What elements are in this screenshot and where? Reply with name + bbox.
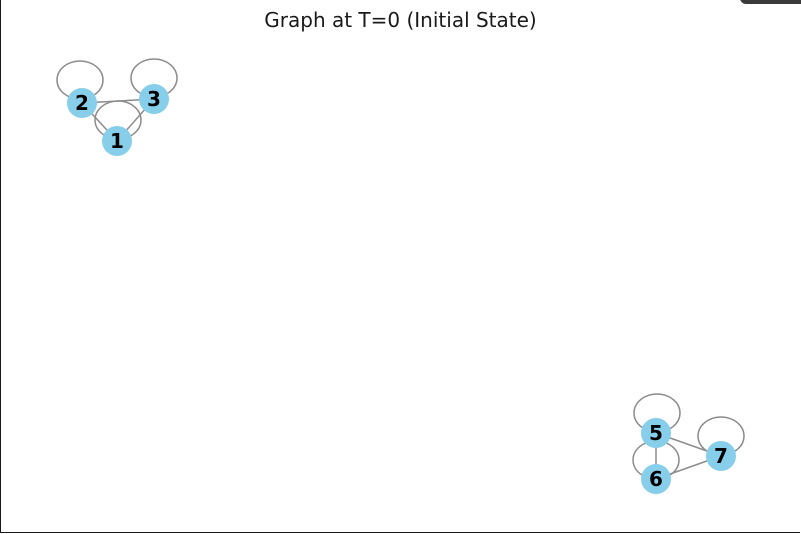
graph-edges: [81, 98, 722, 480]
node-circle-3: [139, 84, 169, 114]
node-circle-6: [641, 464, 671, 494]
node-3: 3: [139, 84, 169, 114]
node-circle-1: [102, 126, 132, 156]
node-label-7: 7: [714, 444, 728, 468]
graph-title: Graph at T=0 (Initial State): [264, 8, 537, 32]
node-5: 5: [641, 418, 671, 448]
toolbar-corner: [740, 0, 801, 4]
node-label-5: 5: [649, 421, 663, 445]
node-6: 6: [641, 464, 671, 494]
node-label-3: 3: [147, 87, 161, 111]
self-loops: [56, 58, 745, 480]
node-circle-2: [67, 88, 97, 118]
node-2: 2: [67, 88, 97, 118]
node-circle-5: [641, 418, 671, 448]
node-circle-7: [706, 441, 736, 471]
node-label-6: 6: [649, 467, 663, 491]
node-7: 7: [706, 441, 736, 471]
node-1: 1: [102, 126, 132, 156]
node-label-1: 1: [110, 129, 124, 153]
node-label-2: 2: [75, 91, 89, 115]
graph-nodes: 12 3 5 6 7: [67, 84, 736, 494]
